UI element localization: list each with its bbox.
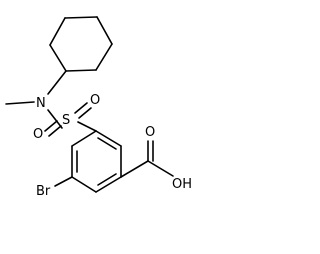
atom-label-sulfur: S bbox=[62, 113, 70, 128]
atom-label-oxygen-upper: O bbox=[90, 93, 100, 108]
sulfonyl-double-bond-upper bbox=[78, 107, 92, 119]
atom-label-nitrogen: N bbox=[36, 96, 46, 111]
sulfonyl-double-bond-upper bbox=[74, 102, 88, 114]
benzene-ring bbox=[71, 130, 122, 193]
ring-bond bbox=[95, 43, 113, 71]
bromine-bond bbox=[54, 176, 73, 187]
carboxyl-bond bbox=[120, 160, 149, 178]
ring-inner-bond bbox=[97, 137, 117, 150]
sulfonyl-double-bond-lower bbox=[44, 120, 58, 132]
ring-bond bbox=[96, 16, 113, 45]
ring-bond bbox=[64, 16, 98, 19]
sulfur-ring-bond bbox=[77, 121, 97, 132]
structure-diagram: N S O O Br O OH bbox=[5, 16, 192, 199]
cyclohexane-ring bbox=[49, 16, 113, 72]
ring-bond bbox=[71, 130, 97, 147]
ring-inner-bond bbox=[97, 173, 117, 186]
n-methyl-bond bbox=[5, 101, 35, 105]
ring-bond bbox=[71, 176, 97, 193]
ring-bond bbox=[95, 176, 122, 193]
sulfonyl-double-bond-lower bbox=[48, 125, 62, 137]
ring-bond bbox=[95, 130, 122, 147]
ring-to-nitrogen-bond bbox=[47, 70, 67, 95]
ring-bond bbox=[65, 69, 97, 72]
hydroxyl-bond bbox=[147, 160, 174, 177]
atom-label-carbonyl-oxygen: O bbox=[145, 125, 155, 140]
nitrogen-sulfur-bond bbox=[47, 109, 63, 129]
atom-label-bromine: Br bbox=[36, 184, 51, 199]
ring-bond bbox=[49, 17, 66, 46]
atom-label-oxygen-lower: O bbox=[33, 127, 43, 142]
ring-bond bbox=[49, 44, 67, 72]
atom-label-hydroxyl: OH bbox=[172, 177, 192, 192]
